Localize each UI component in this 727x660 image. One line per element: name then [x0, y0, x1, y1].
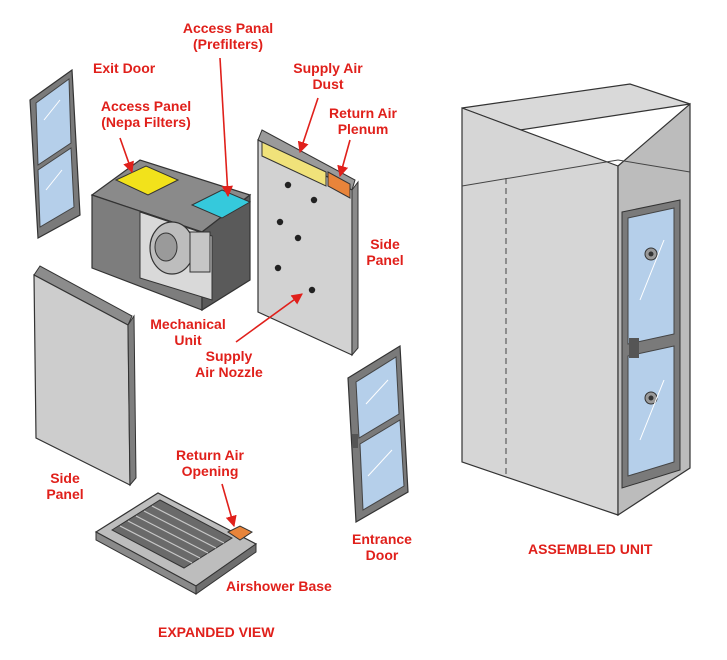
side-panel-left — [33, 265, 137, 487]
label-exit-door: Exit Door — [93, 60, 156, 76]
label-return-air-opening: Return Air Opening — [164, 447, 256, 479]
label-line: Side — [50, 470, 80, 486]
side-panel-right — [257, 129, 359, 357]
exit-door — [29, 68, 81, 239]
label-access-panel-prefilters: Access Panal (Prefilters) — [172, 20, 284, 52]
label-line: Access Panal — [182, 20, 274, 36]
label-line: Panel — [366, 252, 404, 268]
label-line: Dust — [312, 76, 344, 92]
airshower-base — [94, 492, 258, 595]
label-line: Panel — [46, 486, 84, 502]
label-return-air-plenum: Return Air Plenum — [318, 105, 408, 137]
label-mechanical-unit: Mechanical Unit — [140, 316, 236, 348]
label-supply-air-nozzle: Supply Air Nozzle — [186, 348, 272, 380]
caption-assembled-unit: ASSEMBLED UNIT — [528, 541, 653, 557]
label-line: Opening — [181, 463, 239, 479]
mechanical-unit — [90, 159, 252, 312]
entrance-door — [347, 344, 409, 524]
label-line: Supply Air — [293, 60, 363, 76]
label-line: Return Air — [176, 447, 244, 463]
label-line: Access Panel — [100, 98, 192, 114]
label-access-panel-hepa: Access Panel (Nepa Filters) — [90, 98, 202, 130]
assembled-unit — [461, 83, 691, 517]
label-line: (Nepa Filters) — [101, 114, 191, 130]
label-line: Plenum — [337, 121, 389, 137]
label-line: Door — [365, 547, 399, 563]
leader-arrows — [119, 57, 351, 528]
label-entrance-door: Entrance Door — [336, 531, 428, 563]
caption-expanded-view: EXPANDED VIEW — [158, 624, 275, 640]
label-line: Entrance — [352, 531, 412, 547]
label-airshower-base: Airshower Base — [226, 578, 332, 594]
label-side-panel-left: Side Panel — [40, 470, 90, 502]
label-line: Air Nozzle — [195, 364, 263, 380]
label-line: Side — [370, 236, 400, 252]
label-line: Unit — [174, 332, 202, 348]
label-line: (Prefilters) — [192, 36, 264, 52]
label-side-panel-right: Side Panel — [360, 236, 410, 268]
label-supply-air-duct: Supply Air Dust — [282, 60, 374, 92]
label-line: Mechanical — [150, 316, 226, 332]
label-line: Supply — [205, 348, 253, 364]
label-line: Return Air — [329, 105, 397, 121]
